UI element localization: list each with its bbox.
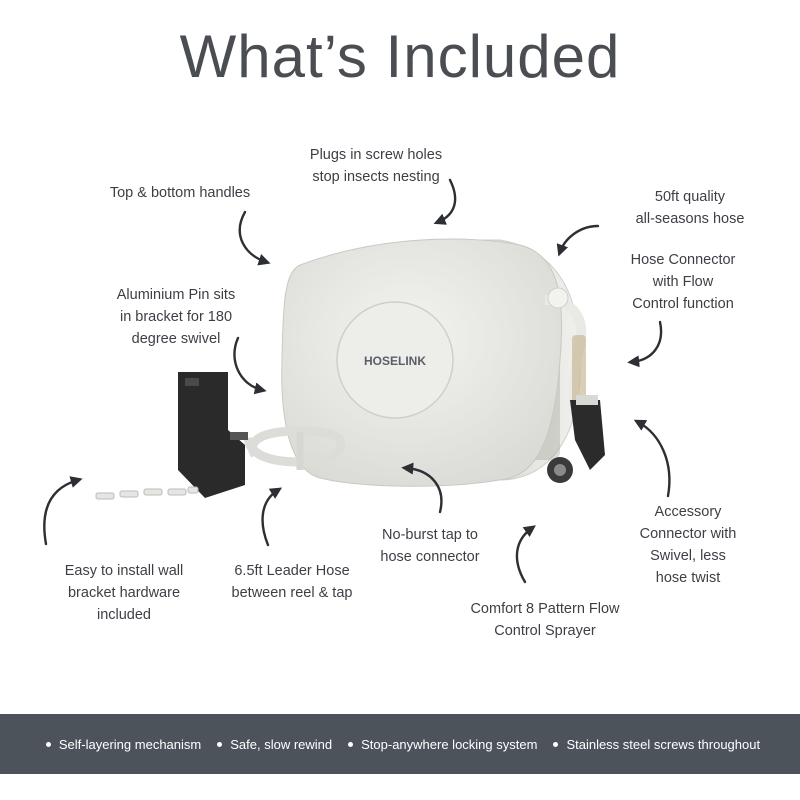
label-connector: Hose Connector with Flow Control functio… bbox=[630, 252, 736, 312]
leader-hose bbox=[243, 426, 346, 467]
arrow-hose bbox=[556, 224, 600, 257]
wall-bracket bbox=[178, 372, 245, 498]
label-hose: 50ft quality all-seasons hose bbox=[635, 189, 745, 227]
label-pin: Aluminium Pin sits in bracket for 180 de… bbox=[116, 287, 236, 347]
reel-emblem bbox=[336, 301, 454, 419]
sprayer bbox=[570, 400, 605, 470]
bullet-icon bbox=[217, 741, 223, 747]
bullet-icon bbox=[45, 741, 51, 747]
arrow-accessory bbox=[633, 419, 671, 498]
label-plugs: Plugs in screw holes stop insects nestin… bbox=[309, 147, 443, 185]
brand-logo: HOSELINK bbox=[364, 354, 426, 368]
label-handles: Top & bottom handles bbox=[109, 185, 251, 201]
feature-item: Safe, slow rewind bbox=[211, 737, 332, 752]
arrow-leader bbox=[261, 487, 283, 547]
arrow-noburst bbox=[401, 462, 443, 514]
label-bracket: Easy to install wall bracket hardware in… bbox=[64, 563, 184, 623]
arrow-sprayer bbox=[515, 525, 536, 584]
label-noburst: No-burst tap to hose connector bbox=[380, 527, 480, 565]
screws bbox=[95, 486, 199, 500]
label-accessory: Accessory Connector with Swivel, less ho… bbox=[639, 504, 737, 586]
label-sprayer: Comfort 8 Pattern Flow Control Sprayer bbox=[470, 601, 620, 639]
page-title: What’s Included bbox=[179, 23, 621, 90]
arrow-handles bbox=[238, 210, 271, 266]
label-leader: 6.5ft Leader Hose between reel & tap bbox=[231, 563, 353, 601]
arrow-plugs bbox=[433, 178, 457, 225]
bullet-icon bbox=[348, 741, 354, 747]
feature-item: Stainless steel screws throughout bbox=[547, 737, 760, 752]
feature-item: Self-layering mechanism bbox=[40, 737, 201, 752]
arrow-bracket bbox=[43, 476, 83, 546]
bullet-icon bbox=[553, 741, 559, 747]
feature-item: Stop-anywhere locking system bbox=[342, 737, 537, 752]
feature-bar: Self-layering mechanism Safe, slow rewin… bbox=[0, 714, 800, 774]
arrow-connector bbox=[627, 320, 663, 368]
arrow-pin bbox=[233, 336, 267, 395]
